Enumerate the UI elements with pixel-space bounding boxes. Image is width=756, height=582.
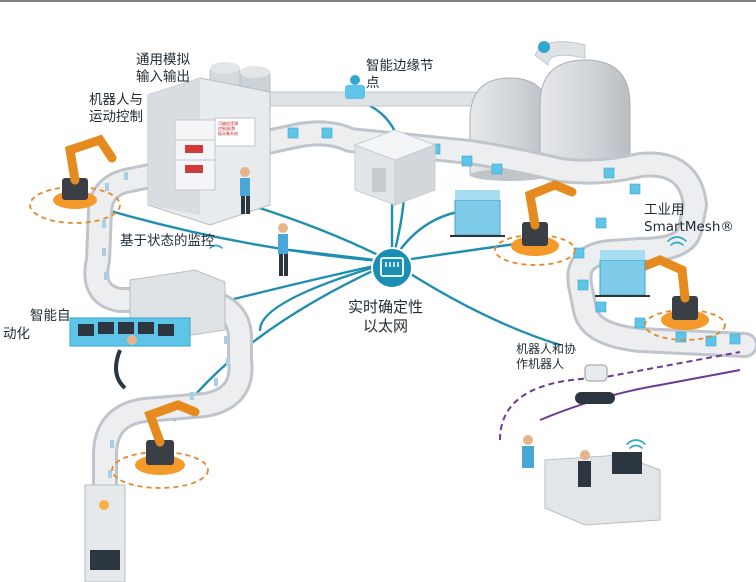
label-cobots: 机器人和协 作机器人 bbox=[516, 342, 577, 371]
plc-sign bbox=[214, 117, 256, 147]
automation-room bbox=[69, 269, 226, 390]
analog-io-cabinet bbox=[147, 77, 271, 226]
edge-node-device bbox=[345, 85, 365, 99]
wifi-icon bbox=[209, 236, 687, 449]
label-edge-node: 智能边缘节 点 bbox=[366, 58, 434, 91]
label-state-monitoring: 基于状态的监控 bbox=[120, 233, 215, 249]
cobot-station bbox=[499, 351, 741, 526]
label-smartmesh: 工业用 SmartMesh® bbox=[644, 202, 734, 235]
tank-sensor bbox=[538, 41, 550, 53]
cable-to-cabinet bbox=[258, 260, 394, 332]
person-icon-worker-left bbox=[240, 167, 250, 214]
label-intelligent-automation-2: 动化 bbox=[3, 326, 30, 342]
cable-to-automation bbox=[228, 260, 394, 302]
ethernet-hub-icon bbox=[371, 247, 413, 289]
label-intelligent-automation-1: 智能自 bbox=[30, 308, 71, 324]
cart-boxes-left bbox=[450, 190, 505, 237]
label-plc-sign: 可编程逻辑 控制器/数 据采集系统 bbox=[218, 121, 238, 136]
datacenter-cube bbox=[353, 129, 437, 206]
robot-arm-bottom bbox=[111, 400, 209, 489]
packaging-machine bbox=[84, 484, 126, 582]
cart-boxes-right bbox=[595, 250, 650, 297]
robot-arm-mid bbox=[494, 180, 577, 266]
robot-arm-left bbox=[29, 134, 121, 224]
label-robotics-motion: 机器人与 运动控制 bbox=[89, 92, 143, 125]
cable-to-cobot bbox=[390, 260, 562, 347]
person-icon-worker-mid bbox=[278, 223, 288, 276]
label-analog-io: 通用模拟 输入输出 bbox=[136, 52, 190, 85]
label-ethernet: 实时确定性 以太网 bbox=[348, 298, 424, 335]
robot-arm-right bbox=[640, 255, 726, 341]
